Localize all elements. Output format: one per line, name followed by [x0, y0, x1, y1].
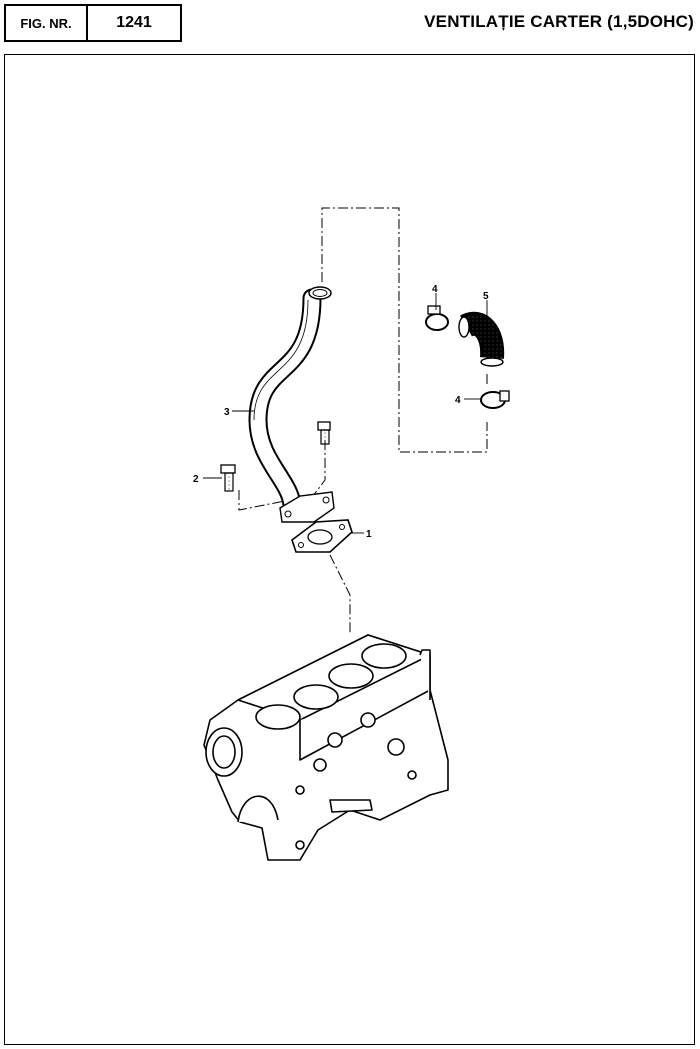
- figure-label: FIG. NR.: [6, 6, 88, 40]
- figure-number-box: FIG. NR. 1241: [4, 4, 182, 42]
- figure-number: 1241: [116, 14, 152, 31]
- rubber-hose-icon: [458, 311, 505, 367]
- diagram-frame: [4, 54, 695, 1045]
- callout-gasket: 1: [366, 529, 372, 540]
- hose-clamp-icon: [425, 305, 510, 409]
- callout-clamp-upper: 4: [432, 284, 438, 295]
- callout-tube: 3: [224, 407, 230, 418]
- gasket-icon: [291, 519, 353, 553]
- breather-tube-icon: [248, 286, 335, 523]
- assembly-lines: [238, 207, 488, 635]
- callout-bolt: 2: [193, 474, 199, 485]
- callout-hose: 5: [483, 291, 489, 302]
- page-title: VENTILAȚIE CARTER (1,5DOHC): [424, 12, 694, 31]
- callout-clamp-lower: 4: [455, 395, 461, 406]
- leader-lines: [203, 293, 488, 534]
- cylinder-block-icon: [203, 634, 449, 861]
- bolt-icon: [220, 421, 331, 492]
